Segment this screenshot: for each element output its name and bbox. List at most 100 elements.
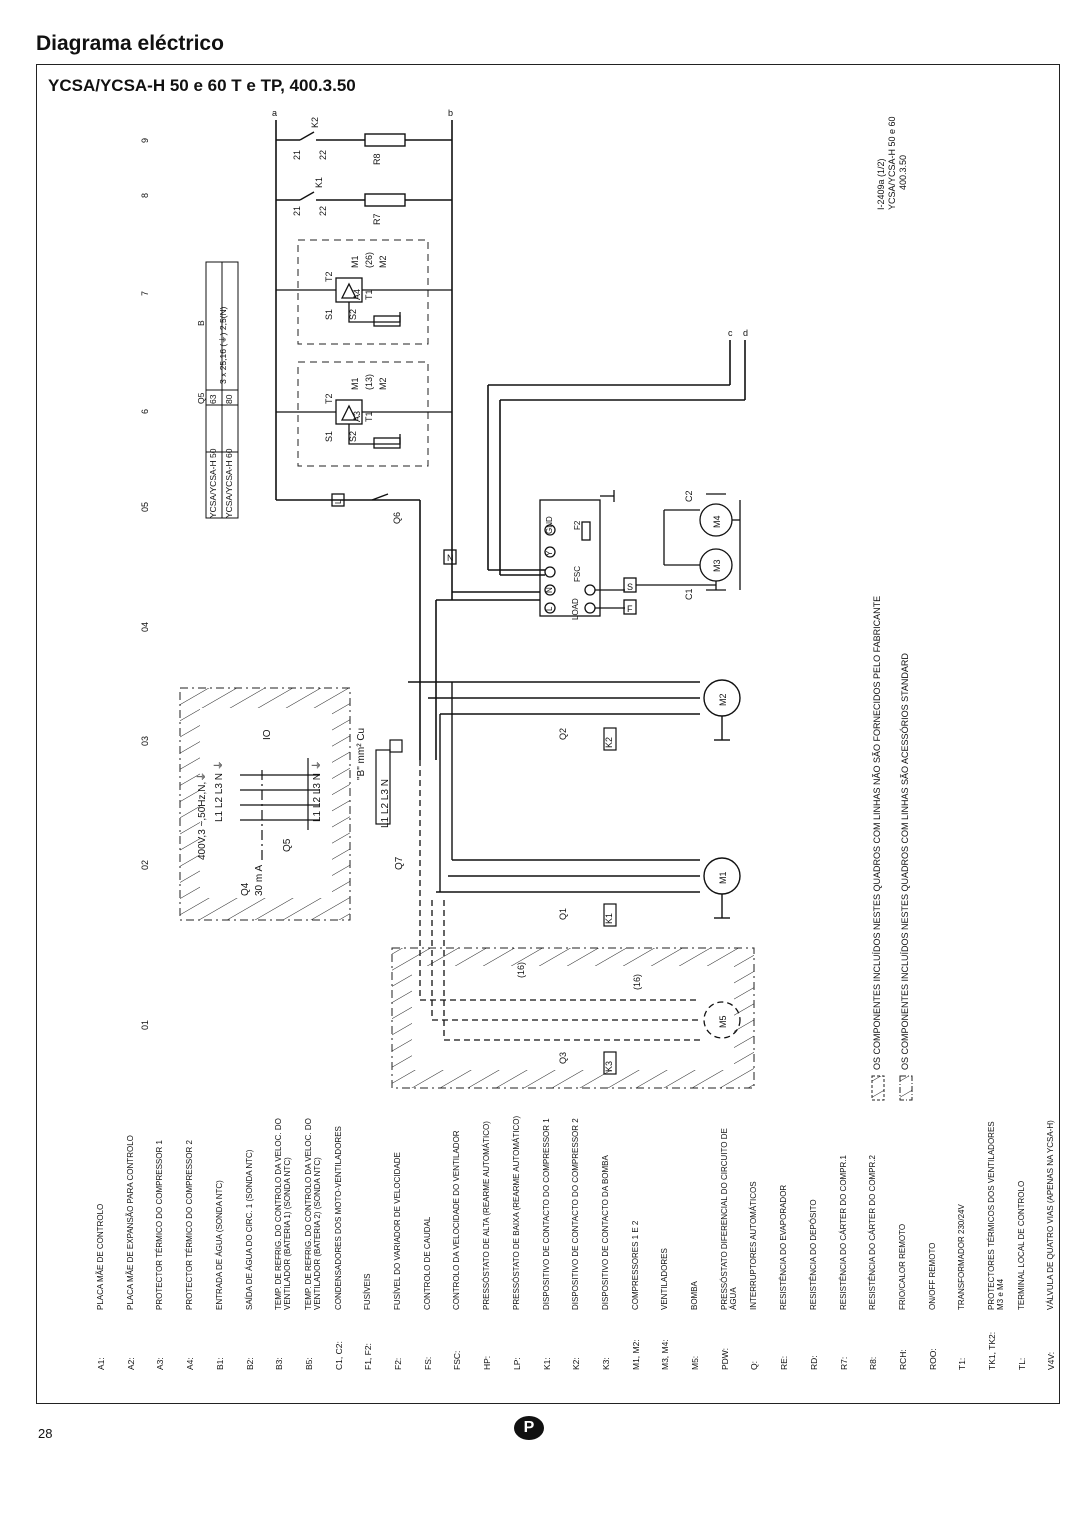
- diagram-frame: [36, 64, 1060, 1404]
- fsc-controller: [539, 490, 625, 617]
- svg-text:K2: K2: [310, 117, 320, 128]
- legend-code: T1:: [957, 1357, 968, 1370]
- supply-hatched-box: [179, 687, 351, 921]
- legend-description: SAÍDA DE ÁGUA DO CIRC. 1 (SONDA NTC): [244, 1149, 254, 1310]
- legend-description: PROTECTOR TÉRMICO DO COMPRESSOR 1: [155, 1140, 165, 1310]
- legend-code: R7:: [838, 1356, 849, 1370]
- drawing-reference: I-2409a (1/2) YCSA/YCSA-H 50 e 60 400.3.…: [876, 116, 908, 210]
- svg-text:Q7: Q7: [394, 856, 405, 870]
- supply-switches: [240, 739, 403, 862]
- svg-text:M1: M1: [350, 255, 360, 268]
- supply-voltage-label: 400V,3 ~,50Hz,N,⏚: [196, 772, 208, 860]
- legend-code: RCH:: [897, 1349, 908, 1370]
- contact-boxes: [603, 727, 617, 1075]
- legend-code: LP:: [511, 1357, 522, 1370]
- svg-text:LOAD: LOAD: [571, 598, 580, 620]
- legend-description: TEMP. DE REFRIG. DO CONTROLO DA VELOC. D…: [303, 1118, 322, 1310]
- svg-text:Q4: Q4: [240, 882, 251, 896]
- svg-text:S1: S1: [324, 309, 334, 320]
- svg-text:63: 63: [208, 394, 218, 404]
- svg-text:(16): (16): [516, 962, 526, 978]
- svg-text:400.3.50: 400.3.50: [898, 155, 908, 190]
- svg-text:N: N: [447, 553, 454, 563]
- svg-text:21: 21: [292, 150, 302, 160]
- legend-code: HP:: [482, 1355, 493, 1370]
- svg-text:02: 02: [140, 860, 150, 870]
- svg-text:M4: M4: [712, 515, 722, 528]
- diagram-subtitle: YCSA/YCSA-H 50 e 60 T e TP, 400.3.50: [48, 76, 356, 95]
- supply-labels: 400V,3 ~,50Hz,N,⏚ L1 L2 L3 N ⏚ L1 L2 L3 …: [196, 728, 405, 896]
- protector-labels: T2 M1 (26) T1 M2 A4 S1 S2 T2 M1 (13) T1 …: [324, 252, 388, 442]
- legend-description: COMPRESSORES 1 E 2: [630, 1220, 640, 1310]
- q6-terminal: L: [334, 499, 343, 504]
- svg-text:K3: K3: [604, 1061, 614, 1072]
- legend-code: B1:: [214, 1357, 225, 1370]
- q6-label: Q6: [392, 512, 402, 524]
- pump-labels: M5 Q3 K3 (16) (16): [516, 962, 728, 1072]
- compressor-feeders: [408, 679, 741, 919]
- legend-code: C1, C2:: [333, 1341, 344, 1370]
- legend-code: A2:: [125, 1357, 136, 1370]
- legend-code: Q:: [749, 1361, 760, 1370]
- heater-labels: K2 K1 R8 R7 21 22 21 22 a b c d: [272, 108, 748, 338]
- legend-code: A3:: [155, 1357, 166, 1370]
- legend-code: TL:: [1016, 1357, 1027, 1370]
- legend-code: RD:: [808, 1355, 819, 1370]
- legend-description: RESISTÊNCIA DO EVAPORADOR: [779, 1184, 789, 1310]
- svg-text:T1: T1: [364, 289, 374, 300]
- svg-text:R7: R7: [372, 213, 382, 225]
- svg-text:T2: T2: [324, 393, 334, 404]
- svg-text:22: 22: [318, 150, 328, 160]
- legend-description: PRESSÓSTATO DE BAIXA (REARME AUTOMÁTICO): [511, 1115, 521, 1310]
- legend-description: DISPOSITIVO DE CONTACTO DO COMPRESSOR 2: [571, 1118, 581, 1310]
- svg-text:03: 03: [140, 736, 150, 746]
- svg-text:A4: A4: [352, 289, 362, 300]
- svg-text:05: 05: [140, 502, 150, 512]
- legend-description: RESISTÊNCIA DO CÁRTER DO COMPR.1: [838, 1155, 848, 1310]
- legend-description: PLACA MÃE DE CONTROLO: [96, 1203, 105, 1310]
- q5-table: YCSA/YCSA-H 50 YCSA/YCSA-H 60 Q5 63 80 B…: [196, 306, 234, 518]
- svg-text:(13): (13): [364, 374, 374, 390]
- svg-text:S1: S1: [324, 431, 334, 442]
- svg-text:Q3: Q3: [558, 1052, 568, 1064]
- svg-text:Q5: Q5: [196, 392, 206, 404]
- legend-description: TERMINAL LOCAL DE CONTROLO: [1016, 1180, 1026, 1310]
- main-bus-lines: [275, 120, 746, 760]
- heater-circuits: [276, 131, 452, 207]
- pump-hatched-box: [391, 947, 755, 1089]
- q6-breaker: [331, 493, 389, 507]
- svg-text:b: b: [448, 108, 453, 118]
- svg-text:30 m A: 30 m A: [254, 865, 265, 896]
- svg-text:T2: T2: [324, 271, 334, 282]
- legend-code: FS:: [422, 1356, 433, 1370]
- fs-terminal-labels: S F N: [447, 553, 633, 614]
- svg-text:c: c: [728, 328, 733, 338]
- svg-text:R8: R8: [372, 153, 382, 165]
- legend-code: V4V:: [1046, 1351, 1057, 1370]
- svg-text:3 x 25,16 (⏚) 2,5(N): 3 x 25,16 (⏚) 2,5(N): [218, 306, 228, 384]
- legend-code: M3, M4:: [660, 1339, 671, 1370]
- svg-text:K1: K1: [604, 913, 614, 924]
- pump-circuit: [419, 760, 741, 1041]
- fan-labels: M3 M4 C1 C2: [684, 490, 722, 600]
- legend-code: B5:: [303, 1357, 314, 1370]
- page-title: Diagrama eléctrico: [36, 32, 224, 55]
- svg-text:8: 8: [140, 193, 150, 198]
- legend-description: VÁLVULA DE QUATRO VIAS (APENAS NA YCSA-H…: [1046, 1120, 1056, 1310]
- legend-description: VENTILADORES: [660, 1248, 670, 1310]
- a3-protector-box: [297, 361, 429, 467]
- legend-description: ENTRADA DE ÁGUA (SONDA NTC): [214, 1180, 224, 1310]
- legend-description: TRANSFORMADOR 230/24V: [957, 1204, 967, 1310]
- svg-text:C1: C1: [684, 588, 694, 600]
- svg-text:a: a: [272, 108, 277, 118]
- svg-text:M5: M5: [718, 1015, 728, 1028]
- legend-description: BOMBA: [690, 1281, 699, 1310]
- legend-description: PRESSÓSTATO DIFERENCIAL DO CIRCUITO DE Á…: [719, 1128, 738, 1310]
- svg-text:YCSA/YCSA-H 50: YCSA/YCSA-H 50: [208, 448, 218, 518]
- svg-text:21: 21: [292, 206, 302, 216]
- svg-text:L: L: [545, 606, 554, 611]
- legend-description: TEMP. DE REFRIG. DO CONTROLO DA VELOC. D…: [274, 1118, 293, 1310]
- svg-text:Q2: Q2: [558, 728, 568, 740]
- note-standard-accessories: OS COMPONENTES INCLUÍDOS NESTES QUADROS …: [900, 653, 910, 1070]
